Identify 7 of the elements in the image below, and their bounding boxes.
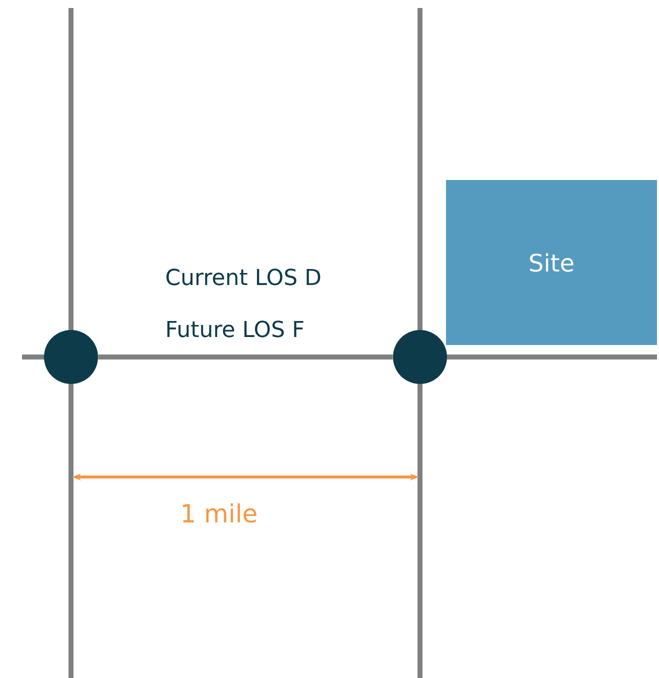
status-label: Future LOS F: [167, 320, 304, 338]
intersection-dot: [44, 330, 98, 384]
site-box: Site: [446, 180, 657, 345]
dimension-label: 1 mile: [182, 503, 256, 523]
road-segment: [98, 354, 393, 360]
intersection-dot: [393, 330, 447, 384]
status-label: Current LOS D: [166, 268, 320, 286]
